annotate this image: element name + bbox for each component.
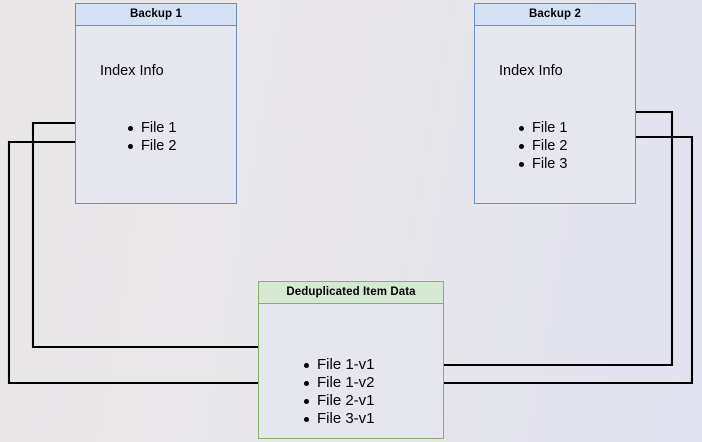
list-item: File 2-v1 (301, 392, 375, 410)
list-item: File 1 (125, 119, 176, 137)
node-deduplicated-item-data-body: File 1-v1 File 1-v2 File 2-v1 File 3-v1 (259, 304, 443, 438)
list-item: File 3-v1 (301, 410, 375, 428)
node-deduplicated-item-data[interactable]: Deduplicated Item Data File 1-v1 File 1-… (258, 281, 444, 439)
node-deduplicated-item-data-title: Deduplicated Item Data (259, 282, 443, 304)
node-backup-2-body: Index Info File 1 File 2 File 3 (475, 26, 635, 203)
node-backup-2-title: Backup 2 (475, 4, 635, 26)
node-backup-1-title: Backup 1 (76, 4, 236, 26)
node-backup-1-file-list: File 1 File 2 (125, 119, 176, 155)
list-item: File 1-v1 (301, 356, 375, 374)
list-item: File 1 (516, 119, 567, 137)
list-item: File 2 (516, 137, 567, 155)
node-backup-1-subtitle: Index Info (100, 63, 164, 79)
list-item: File 2 (125, 137, 176, 155)
node-deduplicated-item-data-file-list: File 1-v1 File 1-v2 File 2-v1 File 3-v1 (301, 356, 375, 428)
node-backup-1-body: Index Info File 1 File 2 (76, 26, 236, 203)
node-backup-2-file-list: File 1 File 2 File 3 (516, 119, 567, 173)
node-backup-2[interactable]: Backup 2 Index Info File 1 File 2 File 3 (474, 3, 636, 204)
node-backup-2-subtitle: Index Info (499, 63, 563, 79)
node-backup-1[interactable]: Backup 1 Index Info File 1 File 2 (75, 3, 237, 204)
list-item: File 3 (516, 155, 567, 173)
list-item: File 1-v2 (301, 374, 375, 392)
